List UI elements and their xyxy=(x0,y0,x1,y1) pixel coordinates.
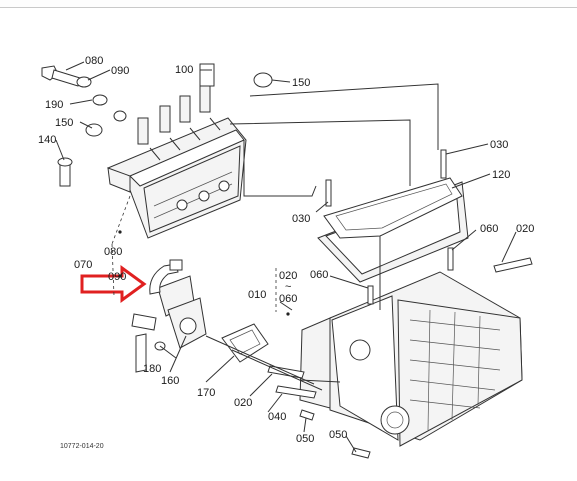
label-190: 190 xyxy=(45,99,63,111)
label-040: 040 xyxy=(268,411,286,423)
label-150-left: 150 xyxy=(55,117,73,129)
fasteners-top-left xyxy=(41,65,273,187)
label-050-right: 050 xyxy=(329,429,347,441)
label-030-right: 030 xyxy=(490,139,508,151)
label-020-mid: 020 xyxy=(279,270,297,282)
label-060-mid: 060 xyxy=(310,269,328,281)
label-180: 180 xyxy=(143,363,161,375)
label-140: 140 xyxy=(38,134,56,146)
label-150-right: 150 xyxy=(292,77,310,89)
label-090-mid: 090 xyxy=(108,271,126,283)
label-060-right: 060 xyxy=(480,223,498,235)
highlight-arrow-icon xyxy=(80,265,147,303)
label-050-left: 050 xyxy=(296,433,314,445)
label-100: 100 xyxy=(175,64,193,76)
injection-pump xyxy=(107,63,247,239)
ref-dot xyxy=(286,312,290,316)
label-090-top: 090 xyxy=(111,65,129,77)
leader-lines xyxy=(55,61,517,453)
gasket-120 xyxy=(323,177,463,239)
part-labels: 080 090 100 150 190 150 140 030 120 030 … xyxy=(38,55,534,450)
footer-code: 10772-014-20 xyxy=(60,443,104,450)
label-020-lower: 020 xyxy=(234,397,252,409)
label-120: 120 xyxy=(492,169,510,181)
label-060-lower: 060 xyxy=(279,293,297,305)
label-080-top: 080 xyxy=(85,55,103,67)
ref-dot xyxy=(118,230,122,234)
label-030-mid: 030 xyxy=(292,213,310,225)
label-070: 070 xyxy=(74,259,92,271)
label-010: 010 xyxy=(248,289,266,301)
label-tilde: ~ xyxy=(285,281,291,293)
ref-dot xyxy=(118,274,122,278)
label-080-mid: 080 xyxy=(104,246,122,258)
label-170: 170 xyxy=(197,387,215,399)
feed-pump xyxy=(131,259,207,373)
label-020-right: 020 xyxy=(516,223,534,235)
top-bar xyxy=(0,0,577,8)
label-160: 160 xyxy=(161,375,179,387)
